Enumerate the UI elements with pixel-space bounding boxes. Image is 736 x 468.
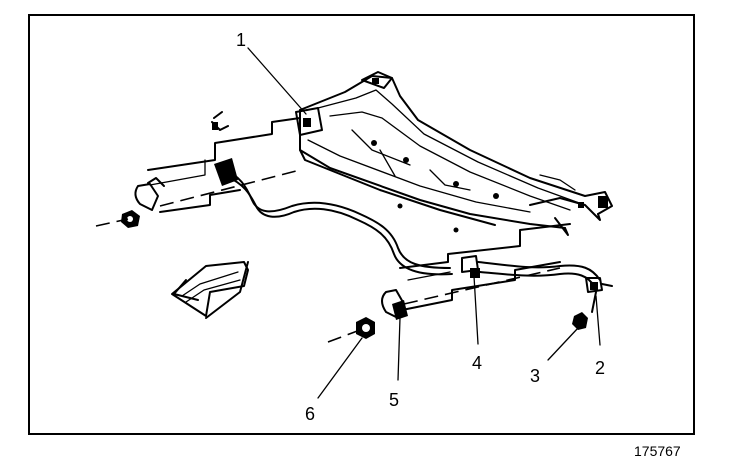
- crossmember: [295, 71, 613, 236]
- right-install-line: [327, 329, 361, 343]
- leader-6: [317, 337, 363, 399]
- stabilizer-bar: [214, 158, 601, 287]
- callout-2: 2: [595, 358, 605, 378]
- leader-1: [247, 47, 307, 115]
- direction-arrow-icon: [171, 261, 249, 319]
- figure-number: 175767: [634, 443, 681, 459]
- left-install-line: [95, 218, 129, 227]
- right-axis-line: [403, 267, 561, 305]
- nut: [356, 317, 375, 339]
- leader-lines: [247, 47, 601, 399]
- leader-5: [397, 317, 401, 381]
- callout-3: 3: [530, 366, 540, 386]
- left-mount-bracket: [147, 111, 301, 213]
- leader-2: [595, 295, 601, 346]
- callout-5: 5: [389, 390, 399, 410]
- callout-1: 1: [236, 30, 246, 50]
- stabilizer-link: [585, 277, 613, 313]
- left-stabilizer-bushing: [134, 177, 165, 211]
- callout-4: 4: [472, 353, 482, 373]
- left-nut: [121, 210, 140, 228]
- link-nut: [572, 312, 588, 330]
- right-mount-bracket: [399, 223, 571, 311]
- left-axis-line: [159, 169, 301, 207]
- figure-frame: [28, 14, 695, 435]
- leader-4: [473, 275, 479, 345]
- leader-3: [547, 327, 579, 361]
- stabilizer-bushing: [381, 289, 408, 320]
- callout-6: 6: [305, 404, 315, 424]
